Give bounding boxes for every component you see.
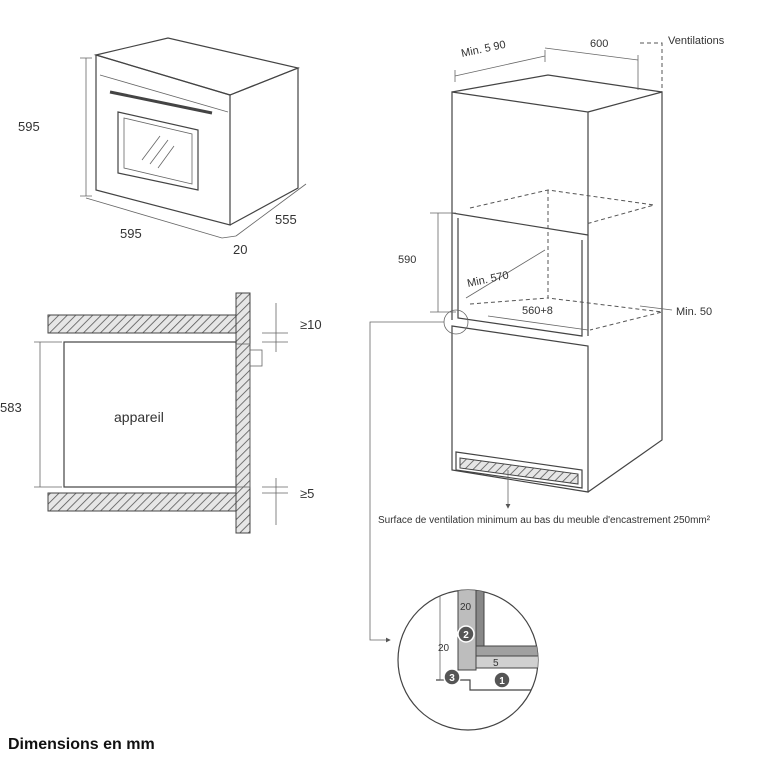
bottom-shelf (47, 492, 237, 512)
niche-height-dimension (430, 212, 456, 313)
depth-label: 600 (590, 38, 608, 50)
appliance-front (235, 343, 251, 488)
cabinet-view: Min. 5 90 600 Ventilations 590 Min. 570 … (369, 35, 725, 643)
niche-height-label: 590 (398, 254, 416, 266)
oven-top-face (93, 37, 301, 96)
bottom-gap-label: ≥5 (300, 486, 314, 501)
ventilation-label: Ventilations (668, 35, 725, 47)
min-gap-label: Min. 50 (676, 306, 712, 318)
front-panel (235, 292, 251, 534)
oven-handle (109, 90, 213, 115)
glass-reflection-icon (141, 135, 175, 169)
appliance-height-label: 583 (0, 400, 22, 415)
cabinet-upper-top (451, 74, 663, 113)
svg-text:2: 2 (463, 630, 469, 641)
side-section-view: appareil 583 ≥10 ≥5 (0, 292, 322, 534)
badge-3-icon (443, 668, 461, 686)
oven-panel-line (99, 74, 229, 113)
niche-width-dimension (487, 315, 589, 331)
appliance-height-dimension-line (34, 341, 62, 488)
detail-bottom-dim: 5 (493, 658, 499, 669)
oven-height-label: 595 (18, 119, 40, 134)
badge-2-icon (457, 625, 475, 643)
badge-1-icon (493, 671, 511, 689)
min-depth-dimension (465, 249, 546, 299)
cabinet-lower-front (451, 325, 589, 493)
dimensions-caption: Dimensions en mm (8, 736, 155, 753)
top-gap-label: ≥10 (300, 317, 322, 332)
niche-inner (457, 218, 583, 337)
niche-back-bottom (547, 190, 663, 331)
detail-zoom: 20 20 5 2 3 1 (397, 589, 539, 731)
appliance-knob (249, 349, 263, 367)
niche-width-label: 560+8 (522, 305, 553, 317)
niche-back-top (469, 189, 655, 225)
ventilation-note: Surface de ventilation minimum au bas du… (378, 515, 711, 526)
niche-frame (451, 213, 589, 336)
ventilation-leader (640, 42, 663, 92)
detail-marker-circle (443, 309, 469, 335)
bottom-gap-dimension (262, 478, 288, 525)
oven-window (117, 111, 199, 191)
detail-left-dim: 20 (438, 643, 450, 654)
min-width-dimension (454, 50, 546, 82)
oven-depth-label: 555 (275, 212, 297, 227)
top-gap-dimension (262, 303, 288, 352)
cabinet-right-side (587, 92, 663, 493)
oven-front-face (95, 54, 231, 226)
oven-depth-dimension-line (235, 183, 307, 237)
oven-width-label: 595 (120, 226, 142, 241)
oven-door-label: 20 (233, 242, 247, 257)
min-width-label: Min. 5 90 (460, 39, 507, 60)
niche-floor-line (469, 297, 549, 305)
appliance-label: appareil (114, 409, 164, 425)
cabinet-upper-front (451, 91, 589, 236)
depth-dimension (544, 47, 639, 90)
svg-text:1: 1 (499, 676, 505, 687)
oven-width-dimension-line (85, 197, 223, 239)
top-shelf (47, 314, 237, 334)
detail-top-dim: 20 (460, 602, 472, 613)
oven-window-inner (123, 117, 193, 185)
oven-isometric-view: 595 595 555 20 (18, 37, 307, 257)
detail-leader-line (369, 321, 444, 643)
min-depth-label: Min. 570 (466, 269, 510, 290)
oven-side-face (229, 67, 299, 226)
plinth-vent (455, 451, 583, 489)
min-gap-dimension (639, 305, 673, 311)
svg-text:3: 3 (449, 673, 455, 684)
